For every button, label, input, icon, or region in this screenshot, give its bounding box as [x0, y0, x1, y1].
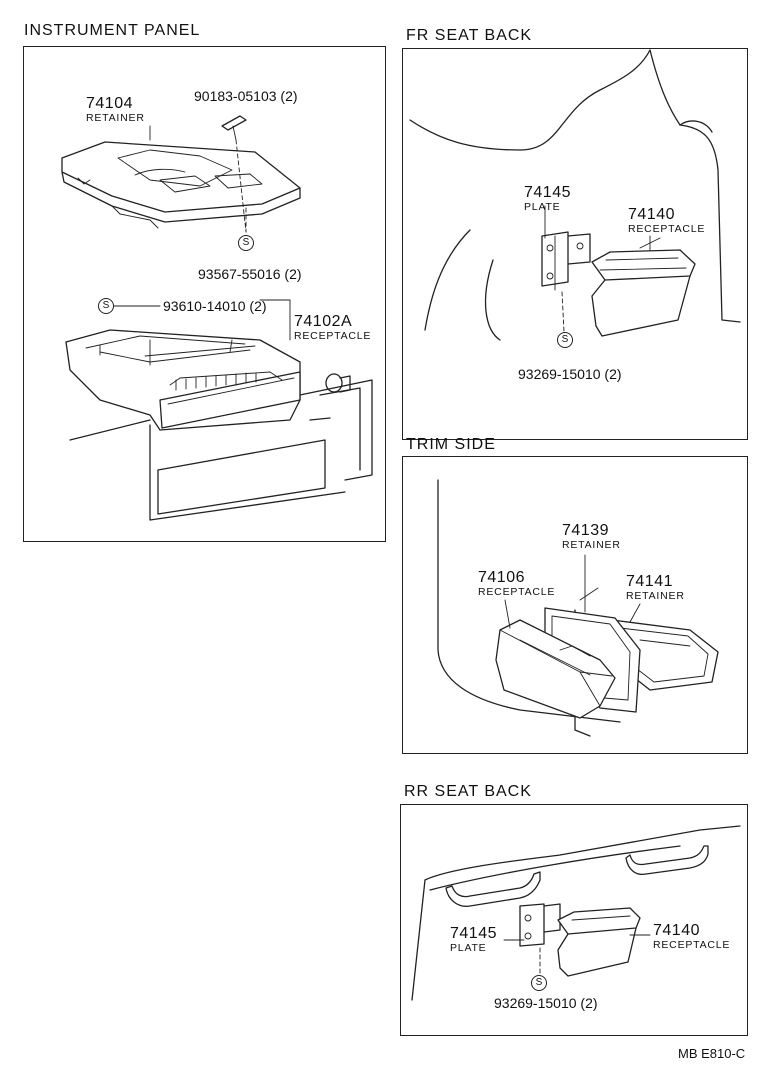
fr-seat-back-frame: [402, 48, 748, 440]
part-number-93610-14010: 93610-14010 (2): [163, 298, 267, 314]
part-name-receptacle: RECEPTACLE: [294, 330, 372, 342]
s-symbol: S: [557, 332, 573, 348]
part-number-93269-15010: 93269-15010 (2): [494, 995, 598, 1011]
part-number-74145: 74145: [450, 925, 497, 942]
part-name-receptacle: RECEPTACLE: [653, 939, 731, 951]
part-number-74106: 74106: [478, 569, 525, 586]
part-number-93269-15010: 93269-15010 (2): [518, 366, 622, 382]
section-title-rr-seat-back: RR SEAT BACK: [404, 783, 532, 800]
part-name-receptacle: RECEPTACLE: [478, 586, 556, 598]
s-symbol: S: [238, 235, 254, 251]
part-name-plate: PLATE: [450, 942, 487, 954]
part-number-90183-05103: 90183-05103 (2): [194, 88, 298, 104]
part-number-74102a: 74102A: [294, 313, 353, 330]
part-name-retainer: RETAINER: [626, 590, 685, 602]
section-title-trim-side: TRIM SIDE: [406, 436, 496, 453]
trim-side-frame: [402, 456, 748, 754]
part-number-74139: 74139: [562, 522, 609, 539]
s-symbol: S: [98, 298, 114, 314]
part-number-74141: 74141: [626, 573, 673, 590]
part-name-retainer: RETAINER: [562, 539, 621, 551]
part-number-74104: 74104: [86, 95, 133, 112]
instrument-panel-frame: [23, 46, 386, 542]
diagram-code: MB E810-C: [678, 1046, 746, 1061]
s-symbol: S: [531, 975, 547, 991]
part-number-74145: 74145: [524, 184, 571, 201]
part-number-93567-55016: 93567-55016 (2): [198, 266, 302, 282]
part-name-retainer: RETAINER: [86, 112, 145, 124]
section-title-fr-seat-back: FR SEAT BACK: [406, 27, 533, 44]
section-title-instrument-panel: INSTRUMENT PANEL: [24, 22, 201, 39]
part-name-receptacle: RECEPTACLE: [628, 223, 706, 235]
part-number-74140: 74140: [628, 206, 675, 223]
part-number-74140: 74140: [653, 922, 700, 939]
rr-seat-back-frame: [400, 804, 748, 1036]
part-name-plate: PLATE: [524, 201, 561, 213]
